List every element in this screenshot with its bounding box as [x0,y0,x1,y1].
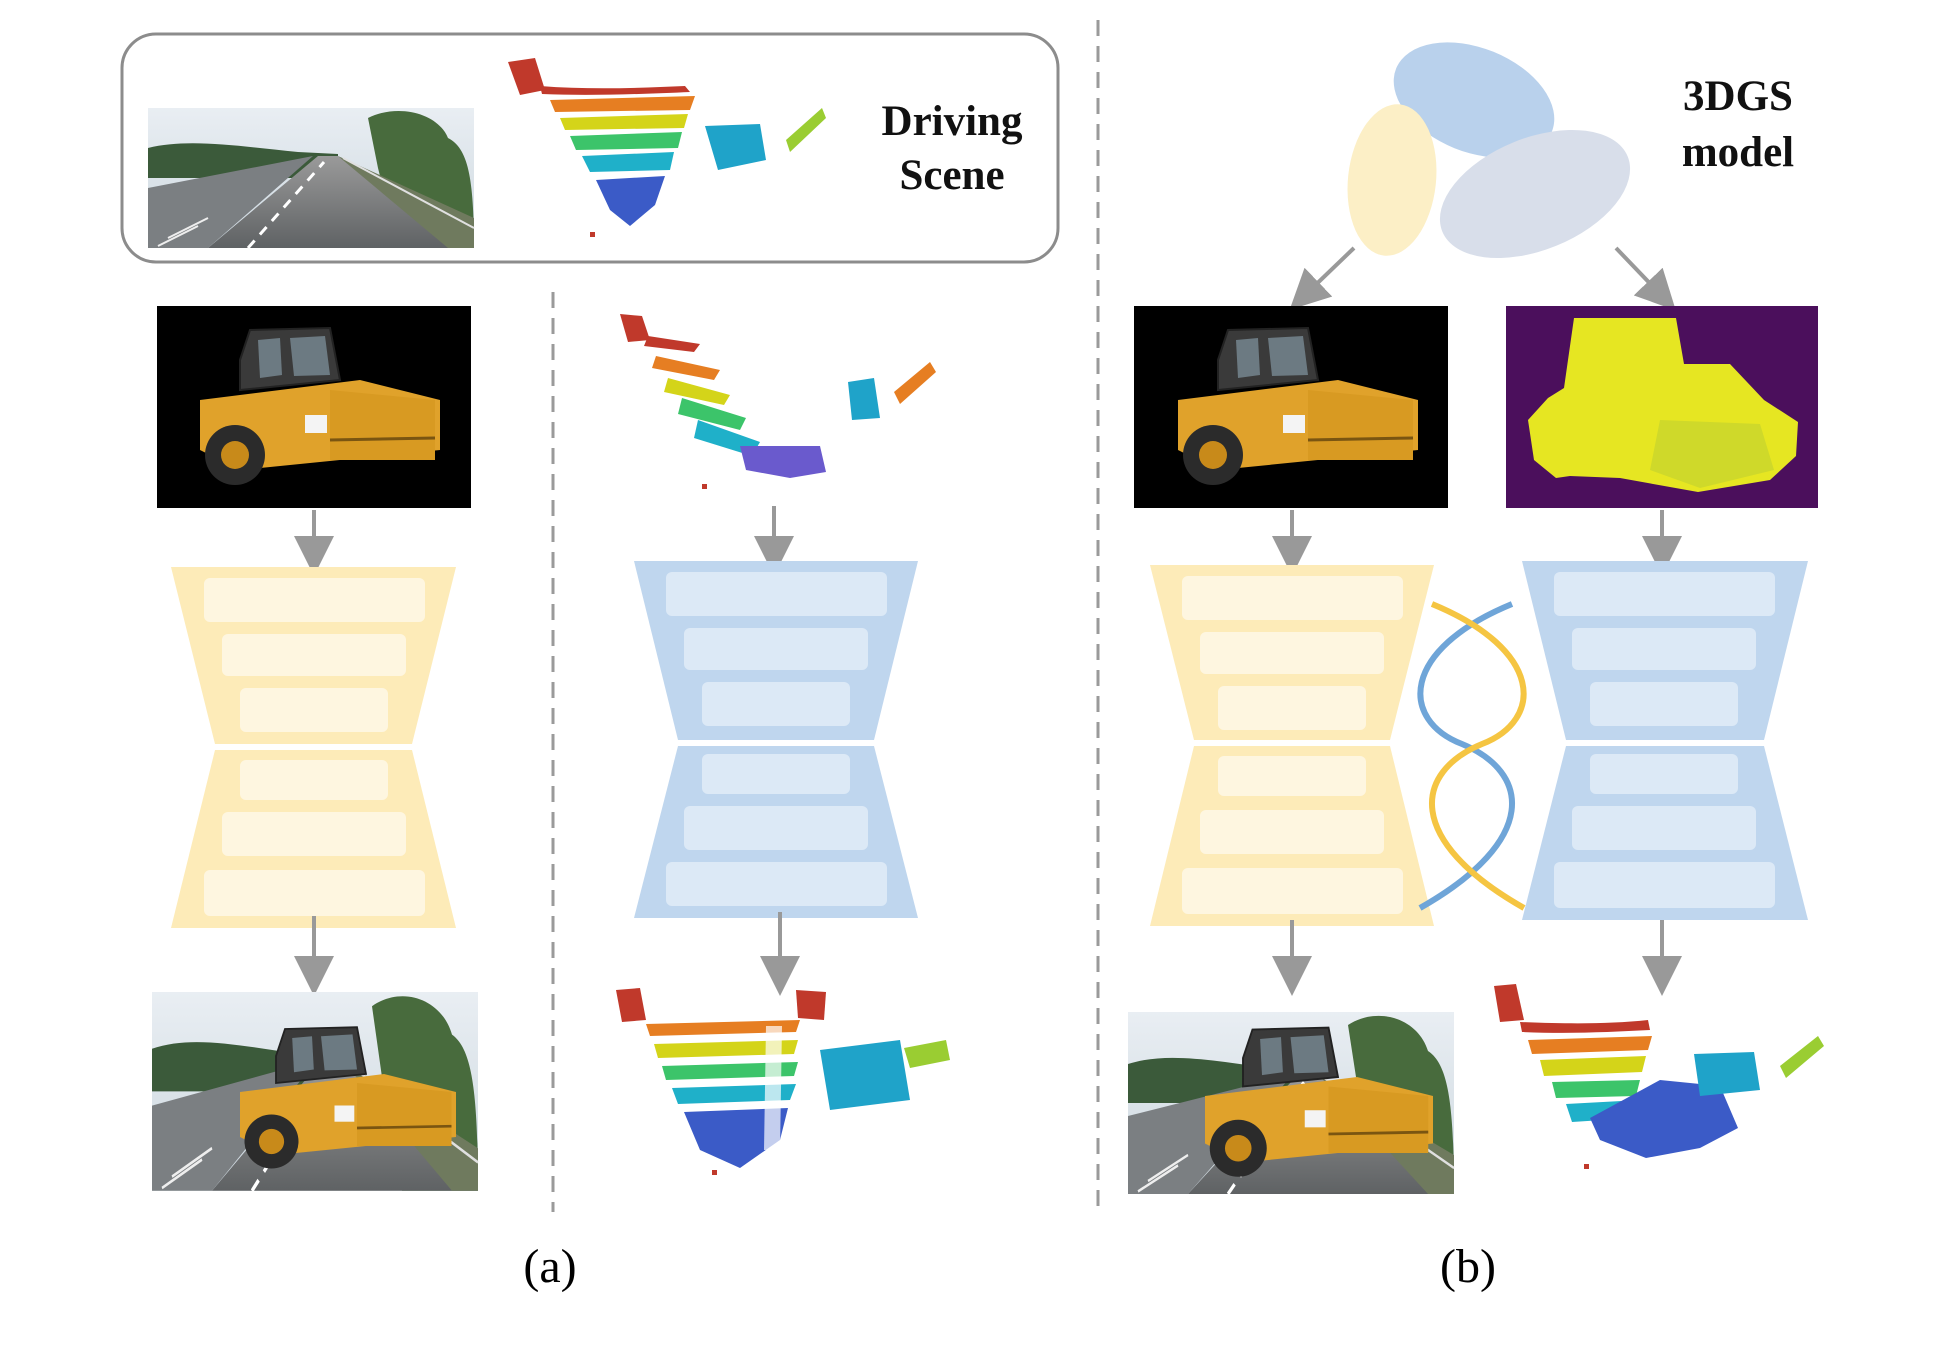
panel-a-caption: (a) [523,1240,576,1293]
lidar-pointcloud-icon [1494,984,1824,1169]
lidar-pointcloud-icon [616,988,950,1175]
roller-image-icon [1134,306,1448,508]
lidar-pointcloud-icon [508,58,826,237]
gaussian-ellipse-icon [1347,42,1631,259]
arrow-down-icon [1289,246,1356,310]
model-label-line1: 3DGS [1683,73,1793,120]
road-image-icon [146,106,476,250]
image-encoder-decoder [171,567,456,928]
panel-b-caption: (b) [1440,1240,1496,1293]
model-label-line2: model [1682,129,1794,176]
driving-scene-label-line2: Scene [899,152,1004,199]
roller-image-icon [157,306,471,508]
driving-scene-label-line1: Driving [882,98,1023,145]
lidar-pointcloud-icon [620,314,936,489]
depth-map-icon [1506,306,1818,508]
road-image-icon [1126,1010,1456,1196]
lidar-encoder-decoder [634,561,918,918]
arrow-down-icon [1614,246,1676,311]
image-encoder-decoder [1150,565,1434,926]
driving-scene-box: Driving Scene [120,32,1060,264]
depth-encoder-decoder [1522,561,1808,920]
dna-twist-icon [1417,601,1527,911]
road-image-icon [152,992,478,1191]
